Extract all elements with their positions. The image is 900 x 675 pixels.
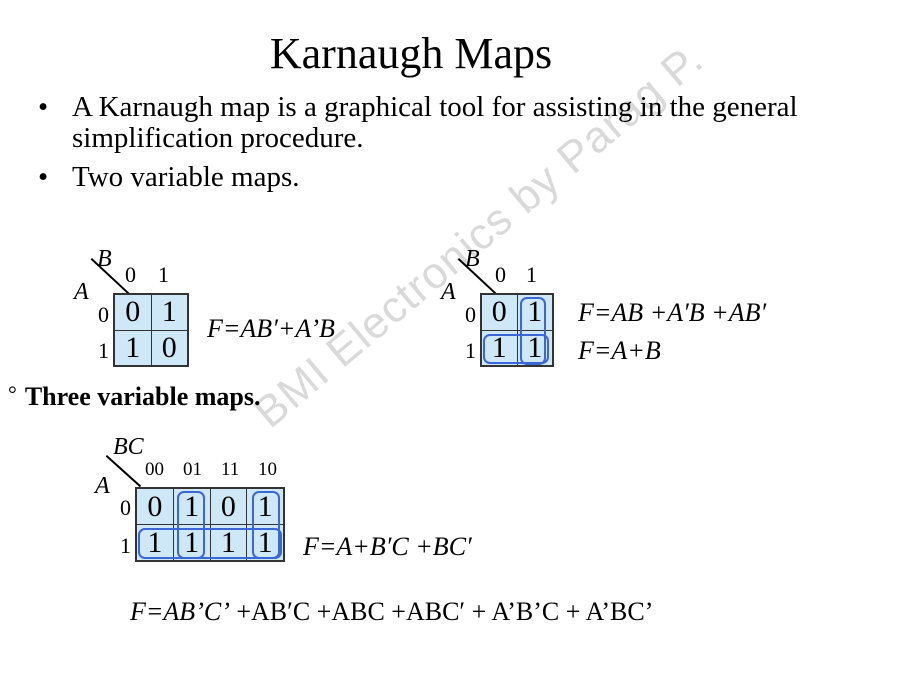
map2-col-header: 0 [495, 262, 506, 287]
map2-cell: 0 [481, 294, 518, 331]
map2-col-var: B [465, 246, 480, 272]
bullet-dot-icon: • [38, 91, 49, 123]
map3-formula: F=A+B′C +BC′ [303, 532, 472, 561]
map3-row-header: 1 [120, 533, 131, 558]
map2-row-var: A [441, 279, 456, 305]
map3-col-header: 00 [145, 459, 164, 480]
map1-row-header: 0 [98, 302, 109, 327]
map1-row-var: A [74, 279, 89, 305]
map1-cell: 0 [150, 329, 188, 366]
map2-row-header: 1 [465, 338, 476, 363]
slide-title: Karnaugh Maps [269, 29, 553, 78]
map3-col-header: 10 [258, 459, 277, 480]
map3-row-header: 0 [120, 495, 131, 520]
bullet-item: •A Karnaugh map is a graphical tool for … [38, 91, 798, 154]
map2-row-header: 0 [465, 302, 476, 327]
map3-col-header: 11 [221, 459, 240, 480]
bottom-formula: F=AB’C’ +AB′C +ABC +ABC′ + A’B’C + A’BC’ [130, 597, 654, 626]
map3-cell: 1 [209, 524, 248, 561]
map3-col-var: BC [113, 434, 144, 460]
map1-col-var: B [97, 246, 112, 272]
map2-formula-simplified: F=A+B [578, 336, 661, 365]
map2-group-loop-column [520, 297, 546, 365]
map3-col-header: 01 [183, 459, 202, 480]
map2-col-header: 1 [526, 262, 537, 287]
map1-col-header: 1 [158, 262, 169, 287]
section-heading: °Three variable maps. [8, 381, 261, 411]
map1-cell: 1 [114, 329, 152, 366]
bullet-list: •A Karnaugh map is a graphical tool for … [38, 92, 862, 201]
map2-formula: F=AB +A′B +AB′ [578, 298, 767, 327]
map1-cell: 0 [114, 294, 152, 331]
bullet-dot-icon: • [38, 161, 49, 193]
map3-cell: 0 [136, 488, 174, 525]
map1-row-header: 1 [98, 338, 109, 363]
map3-cell: 0 [209, 488, 248, 525]
map3-group-loop-row [138, 528, 282, 559]
map1-formula: F=AB′+A’B [207, 314, 335, 343]
map3-row-var: A [95, 473, 110, 499]
map1-col-header: 0 [125, 262, 136, 287]
bullet-item: •Two variable maps. [38, 161, 300, 193]
map2-group-loop-row [483, 334, 549, 364]
map1-cell: 1 [150, 294, 188, 331]
section-bullet-icon: ° [8, 381, 17, 406]
